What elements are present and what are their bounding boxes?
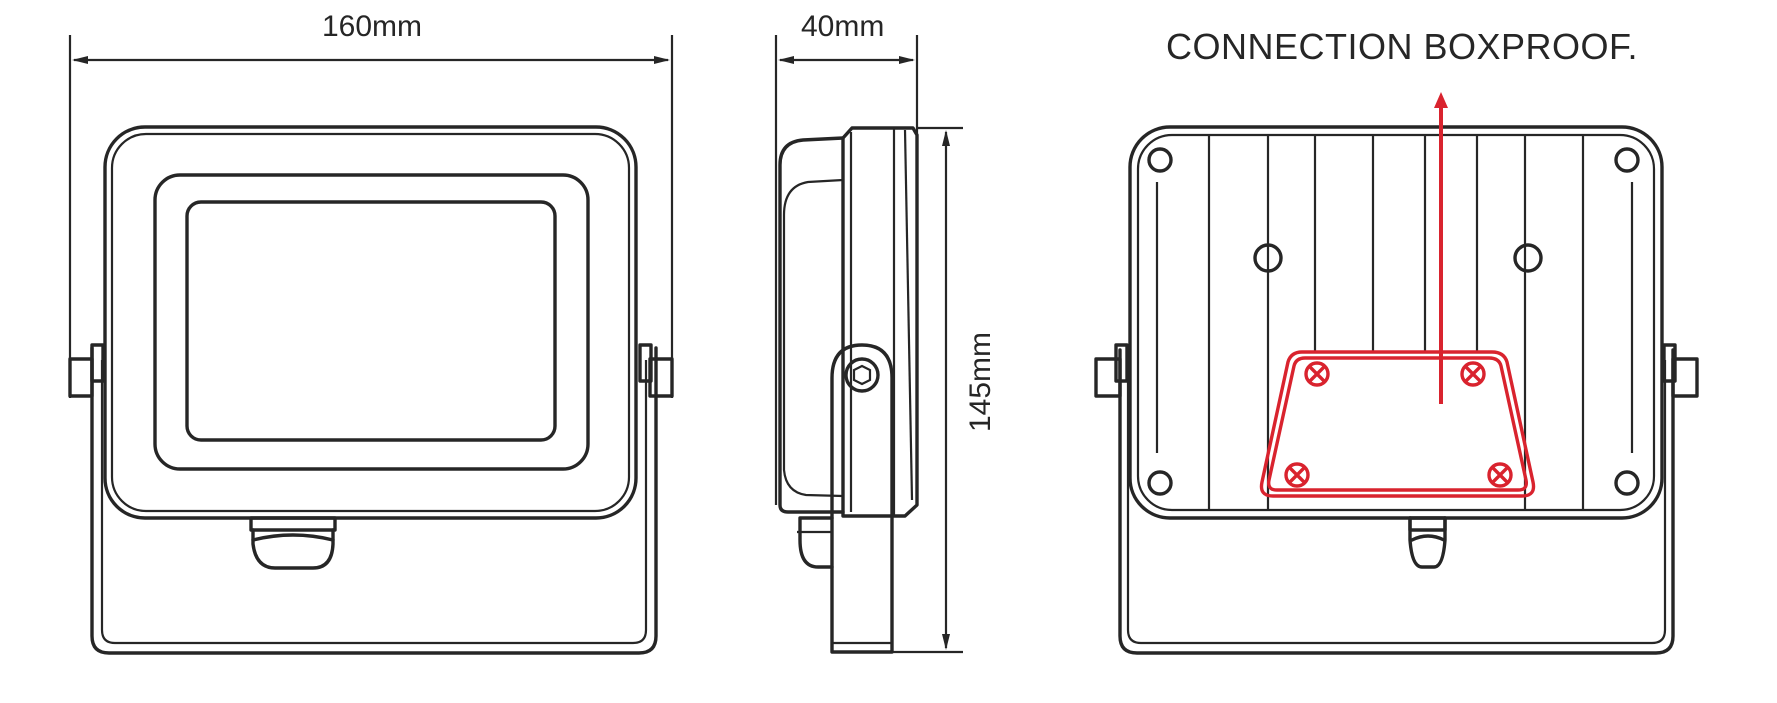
front-view: [68, 35, 674, 655]
rear-view: [1094, 92, 1699, 655]
rear-cable-gland: [1408, 516, 1447, 569]
arrow-up-icon: [1434, 92, 1448, 404]
height-dimension-line: [892, 126, 963, 654]
cable-gland: [249, 516, 337, 570]
connection-box-annotation: CONNECTION BOXPROOF.: [1166, 26, 1639, 67]
depth-dimension-line: [774, 35, 919, 505]
screw-icon: [1460, 361, 1486, 387]
bezel: [153, 173, 590, 471]
side-view: [774, 35, 963, 654]
heat-sink-fins: [1155, 135, 1634, 510]
screw-icon: [1487, 462, 1513, 488]
width-dimension-line: [68, 35, 674, 398]
rear-housing: [1128, 125, 1664, 520]
pivot-bolt: [844, 357, 880, 393]
rear-mounting-bracket: [1118, 348, 1675, 655]
side-bracket-arm: [830, 343, 894, 654]
hinge-right: [648, 357, 674, 398]
screw-icon: [1304, 361, 1330, 387]
depth-dimension-label: 40mm: [801, 10, 885, 43]
width-dimension-label: 160mm: [322, 10, 423, 43]
mounting-bracket: [90, 346, 658, 655]
led-panel: [185, 200, 557, 442]
hinge-left: [68, 357, 94, 398]
height-dimension-label: 145mm: [964, 331, 997, 432]
mounting-holes: [1147, 147, 1640, 496]
housing-outer: [103, 125, 638, 520]
screw-icon: [1284, 462, 1310, 488]
connection-box-highlight: [1259, 350, 1536, 498]
